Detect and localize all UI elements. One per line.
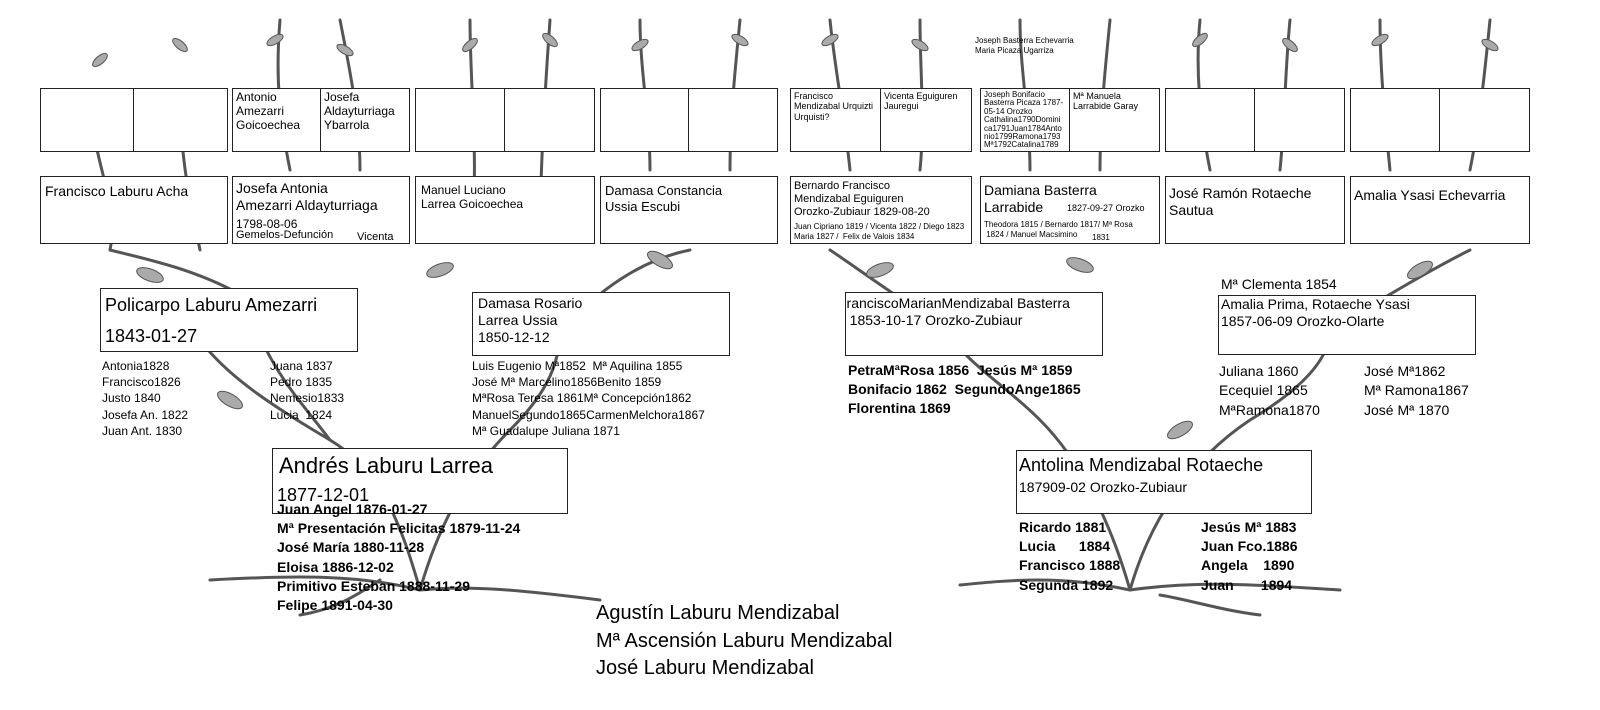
amalia-siblings-left: Juliana 1860 Ecequiel 1865 MªRamona1870 bbox=[1219, 363, 1320, 418]
francisco-siblings: PetraMªRosa 1856 Jesús Mª 1859 Bonifacio… bbox=[848, 362, 1081, 416]
great-grandparent-name: Vicenta Eguiguren Jauregui bbox=[884, 91, 958, 112]
grandparent-box-6: Damiana Basterra Larrabide 1827-09-27 Or… bbox=[980, 176, 1160, 244]
parent-box-damasa: Damasa Rosario Larrea Ussia 1850-12-12 bbox=[472, 292, 730, 356]
couple-box-antolina: Antolina Mendizabal Rotaeche 187909-02 O… bbox=[1016, 450, 1312, 514]
grandparent-box-1: Francisco Laburu Acha bbox=[40, 176, 228, 244]
andres-siblings: Juan Angel 1876-01-27 Mª Presentación Fe… bbox=[277, 501, 521, 613]
parent-name: Amalia Prima, Rotaeche Ysasi 1857-06-09 … bbox=[1221, 296, 1410, 329]
grandparent-name: Amalia Ysasi Echevarria bbox=[1354, 187, 1506, 203]
grandparent-name: Francisco Laburu Acha bbox=[45, 183, 189, 199]
grandparent-name: Manuel Luciano Larrea Goicoechea bbox=[421, 183, 524, 212]
parent-box-policarpo: Policarpo Laburu Amezarri 1843-01-27 bbox=[100, 288, 358, 352]
grandparent-name: Damasa Constancia Ussia Escubi bbox=[605, 183, 723, 214]
grandparent-siblings: Theodora 1815 / Bernardo 1817/ Mª Rosa 1… bbox=[984, 220, 1133, 239]
parent-box-francisco: FranciscoMarianMendizabal Basterra 1853-… bbox=[845, 292, 1103, 356]
parent-name: Policarpo Laburu Amezarri bbox=[105, 295, 318, 315]
great-grandparent-name bbox=[689, 89, 777, 151]
great-grandparent-name bbox=[1255, 89, 1344, 151]
parent-date: 1843-01-27 bbox=[105, 326, 198, 346]
great-grandparents-box-7 bbox=[1165, 88, 1345, 152]
great-grandparent-name bbox=[1440, 89, 1529, 151]
great-grandparents-box-8 bbox=[1350, 88, 1530, 152]
policarpo-siblings-left: Antonia1828 Francisco1826 Justo 1840 Jos… bbox=[102, 359, 189, 438]
great-grandparents-box-4 bbox=[600, 88, 778, 152]
parent-name: FranciscoMarianMendizabal Basterra 1853-… bbox=[845, 295, 1070, 328]
great-great-grandparents-label: Joseph Basterra Echevarria Maria Picaza … bbox=[975, 36, 1074, 55]
great-grandparent-name bbox=[1166, 89, 1255, 151]
grandparent-date: 1798-08-06 bbox=[236, 217, 298, 231]
grandparent-name: José Ramón Rotaeche Sautua bbox=[1169, 185, 1312, 218]
great-grandparent-name: Francisco Mendizabal Urquizti Urquisti? bbox=[791, 89, 881, 151]
great-grandparent-name bbox=[416, 89, 505, 151]
grandparent-siblings: 1831 bbox=[1092, 233, 1110, 242]
great-grandparent-name bbox=[601, 89, 689, 151]
parent-box-amalia: Amalia Prima, Rotaeche Ysasi 1857-06-09 … bbox=[1218, 295, 1476, 355]
grandparent-box-3: Manuel Luciano Larrea Goicoechea bbox=[415, 176, 595, 244]
grandparent-note: Gemelos-Defunción bbox=[236, 229, 334, 241]
great-grandparents-box-5: Francisco Mendizabal Urquizti Urquisti? … bbox=[790, 88, 972, 152]
damasa-siblings: Luis Eugenio Mª1852 Mª Aquilina 1855 Jos… bbox=[472, 359, 705, 438]
antolina-siblings-right: Jesús Mª 1883 Juan Fco.1886 Angela 1890 … bbox=[1201, 519, 1298, 593]
grandparent-siblings: Juan Cipriano 1819 / Vicenta 1822 / Dieg… bbox=[794, 222, 965, 241]
parent-name: Damasa Rosario Larrea Ussia 1850-12-12 bbox=[478, 295, 583, 345]
great-grandparents-box-3 bbox=[415, 88, 595, 152]
grandparent-box-7: José Ramón Rotaeche Sautua bbox=[1165, 176, 1345, 244]
great-grandparent-name: Joseph Bonifacio Basterra Picaza 1787-05… bbox=[981, 89, 1070, 151]
grandparent-box-4: Damasa Constancia Ussia Escubi bbox=[600, 176, 778, 244]
grandparent-note: Vicenta bbox=[357, 231, 394, 243]
parent-sibling-above: Mª Clementa 1854 bbox=[1221, 276, 1337, 292]
couple-name: Andrés Laburu Larrea bbox=[279, 453, 494, 478]
great-grandparent-name bbox=[1351, 89, 1440, 151]
grandparent-box-2: Josefa Antonia Amezarri Aldayturriaga 17… bbox=[232, 176, 410, 244]
great-grandparents-box-1 bbox=[40, 88, 228, 152]
grandparent-date: 1827-09-27 Orozko bbox=[1067, 203, 1145, 213]
couple-name: Antolina Mendizabal Rotaeche bbox=[1019, 455, 1264, 475]
grandparent-box-5: Bernardo Francisco Mendizabal Eguiguren … bbox=[790, 176, 972, 244]
couple-date: 187909-02 Orozko-Zubiaur bbox=[1019, 479, 1188, 495]
children-list: Agustín Laburu Mendizabal Mª Ascensión L… bbox=[596, 602, 893, 680]
great-grandparent-name: Antonio Amezarri Goicoechea bbox=[233, 89, 321, 151]
great-grandparents-box-2: Antonio Amezarri Goicoechea Josefa Alday… bbox=[232, 88, 410, 152]
grandparent-box-8: Amalia Ysasi Echevarria bbox=[1350, 176, 1530, 244]
policarpo-siblings-right: Juana 1837 Pedro 1835 Nemesio1833 Lucia … bbox=[270, 359, 345, 422]
great-grandparents-box-6: Joseph Bonifacio Basterra Picaza 1787-05… bbox=[980, 88, 1160, 152]
grandparent-name: Bernardo Francisco Mendizabal Eguiguren … bbox=[794, 180, 930, 219]
great-grandparent-name: Josefa Aldayturriaga Ybarrola bbox=[324, 90, 395, 132]
antolina-siblings-left: Ricardo 1881 Lucia 1884 Francisco 1888 S… bbox=[1019, 519, 1121, 593]
couple-date: 1877-12-01 bbox=[277, 485, 370, 505]
great-grandparent-name bbox=[41, 89, 134, 151]
couple-box-andres: Andrés Laburu Larrea 1877-12-01 bbox=[272, 448, 568, 514]
grandparent-name: Damiana Basterra Larrabide bbox=[984, 182, 1097, 215]
great-grandparent-name: Mª Manuela Larrabide Garay bbox=[1073, 91, 1139, 112]
amalia-siblings-right: José Mª1862 Mª Ramona1867 José Mª 1870 bbox=[1364, 363, 1469, 418]
great-grandparent-name bbox=[134, 89, 227, 151]
grandparent-name: Josefa Antonia Amezarri Aldayturriaga bbox=[236, 180, 378, 213]
great-grandparent-name bbox=[505, 89, 594, 151]
